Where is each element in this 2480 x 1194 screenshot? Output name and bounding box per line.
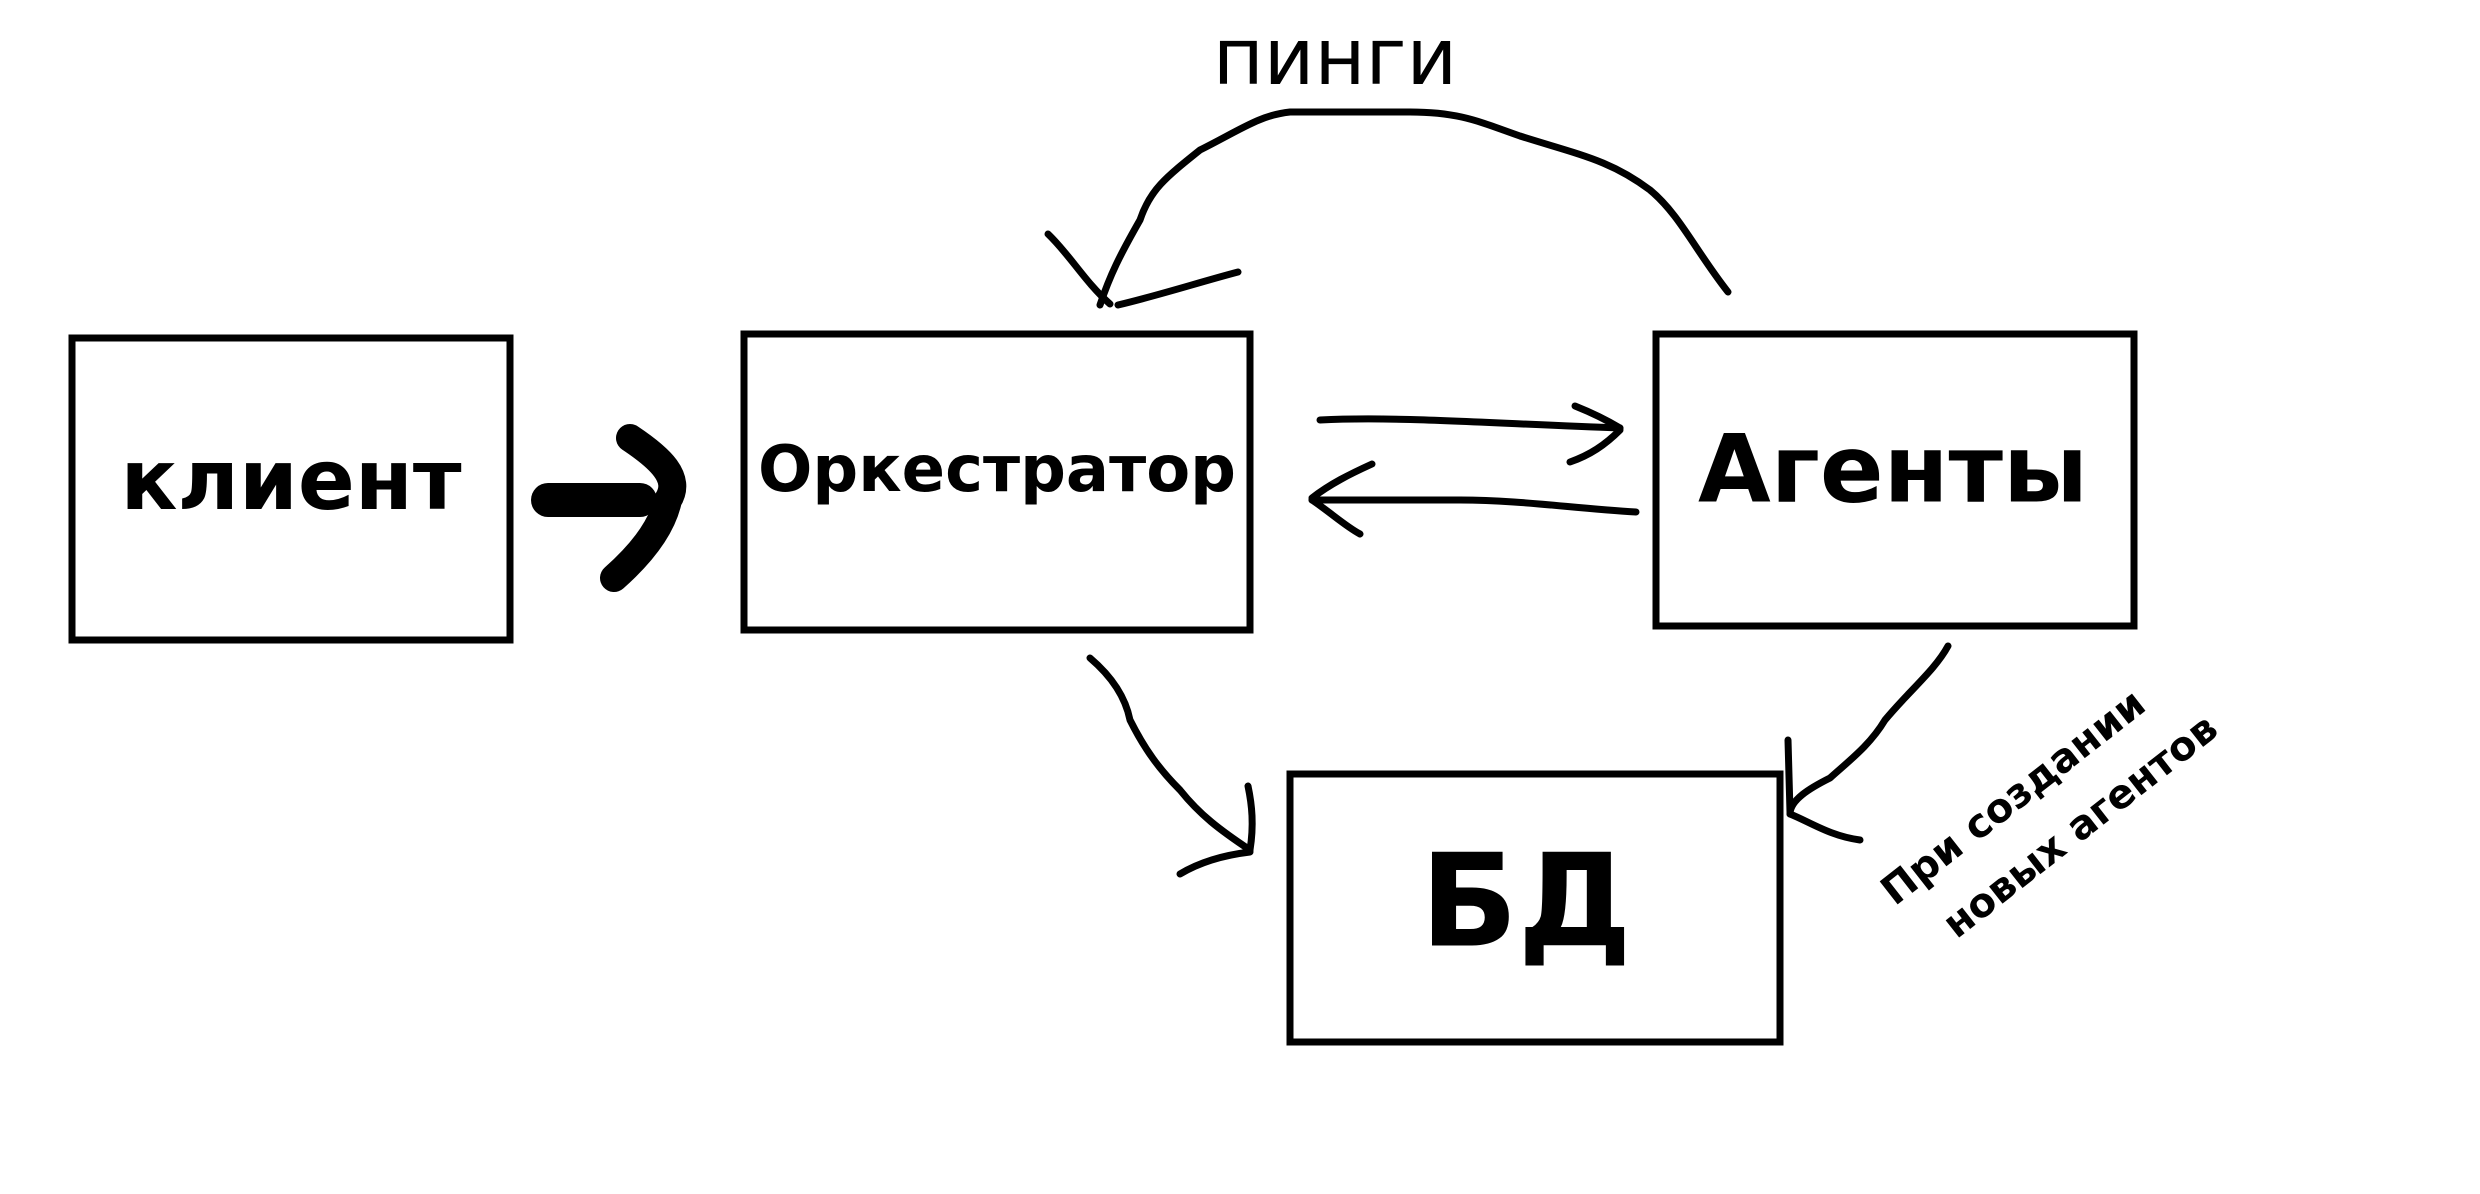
db-label: БД bbox=[1420, 828, 1632, 977]
orchestrator-to-db-head-top bbox=[1244, 782, 1256, 854]
orchestrator-label: Оркестратор bbox=[758, 433, 1236, 507]
orchestrator-to-db-curve bbox=[1086, 654, 1254, 854]
orchestrator-node: Оркестратор bbox=[740, 330, 1254, 634]
agents-to-orchestrator-head-top bbox=[1308, 460, 1376, 502]
orchestrator-to-agents-head-bottom bbox=[1566, 426, 1624, 466]
orchestrator-to-agents-arrow bbox=[1316, 402, 1624, 466]
agents-node: Агенты bbox=[1652, 330, 2138, 630]
pings-curve bbox=[1096, 108, 1732, 309]
agents-box bbox=[1652, 330, 2138, 630]
agents-to-db-head-bottom bbox=[1786, 810, 1864, 844]
orchestrator-to-db-arrow bbox=[1086, 654, 1256, 878]
pings-arrow: пинги bbox=[1044, 13, 1732, 309]
client-node: клиент bbox=[68, 334, 514, 644]
agents-to-orchestrator-line bbox=[1308, 496, 1640, 516]
client-arrow-head bbox=[600, 424, 687, 592]
orchestrator-to-db-head-bottom bbox=[1176, 848, 1254, 878]
agents-to-db-arrow: При создании новых агентов bbox=[1784, 642, 2227, 948]
pings-label: пинги bbox=[1213, 13, 1457, 103]
client-to-orchestrator-arrow bbox=[531, 424, 687, 592]
db-node: БД bbox=[1286, 770, 1784, 1046]
client-box bbox=[68, 334, 514, 644]
pings-arrow-head-right bbox=[1114, 268, 1242, 309]
agents-to-orchestrator-arrow bbox=[1308, 460, 1640, 538]
agents-to-db-head-top bbox=[1784, 736, 1794, 816]
orchestrator-box bbox=[740, 330, 1254, 634]
orchestrator-to-agents-head-top bbox=[1571, 402, 1624, 432]
client-label: клиент bbox=[120, 431, 461, 529]
agents-label: Агенты bbox=[1698, 416, 2088, 525]
agents-to-db-note: При создании новых агентов bbox=[1873, 680, 2227, 947]
agents-to-orchestrator-head-bottom bbox=[1308, 496, 1364, 538]
orchestrator-to-agents-line bbox=[1316, 415, 1624, 432]
pings-arrow-head-left bbox=[1044, 230, 1114, 308]
agents-to-db-curve bbox=[1786, 642, 1952, 818]
db-box bbox=[1286, 770, 1784, 1046]
